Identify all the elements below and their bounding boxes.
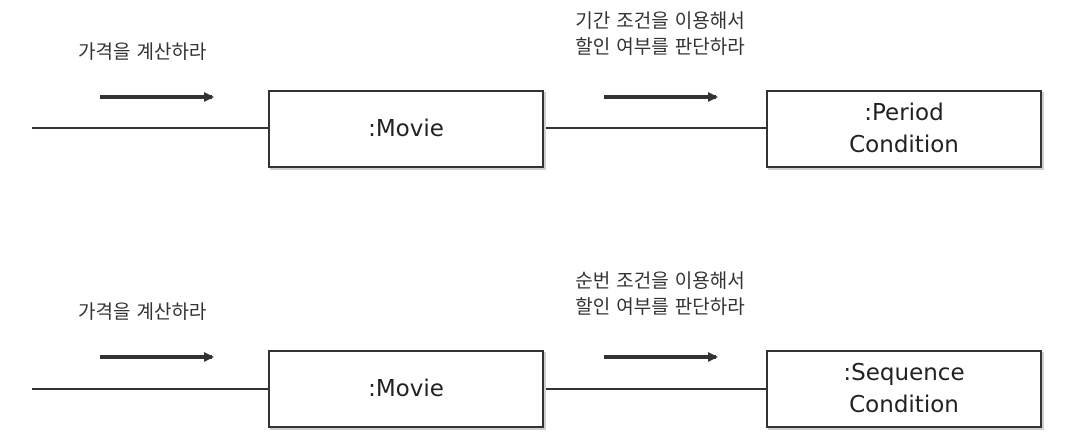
message-label-right-2-line1: 순번 조건을 이용해서 — [575, 270, 745, 292]
message-label-right-1-line2: 할인 여부를 판단하라 — [575, 36, 745, 58]
message-label-right-2-line2: 할인 여부를 판단하라 — [575, 296, 745, 318]
object-box-movie-1: :Movie — [268, 90, 544, 168]
object-box-movie-2: :Movie — [268, 350, 544, 428]
message-label-left-1: 가격을 계산하라 — [78, 41, 207, 63]
object-box-period-condition: :Period Condition — [766, 90, 1042, 168]
message-label-right-2: 순번 조건을 이용해서 할인 여부를 판단하라 — [550, 268, 770, 320]
object-box-sequence-condition-label: :Sequence Condition — [843, 360, 965, 418]
message-label-right-1: 기간 조건을 이용해서 할인 여부를 판단하라 — [550, 8, 770, 60]
message-label-left-2: 가격을 계산하라 — [78, 301, 207, 323]
object-box-movie-1-label: :Movie — [368, 116, 444, 142]
object-box-sequence-condition: :Sequence Condition — [766, 350, 1042, 428]
object-box-period-condition-label: :Period Condition — [849, 100, 959, 158]
object-box-movie-2-label: :Movie — [368, 376, 444, 402]
message-label-right-1-line1: 기간 조건을 이용해서 — [575, 10, 745, 32]
